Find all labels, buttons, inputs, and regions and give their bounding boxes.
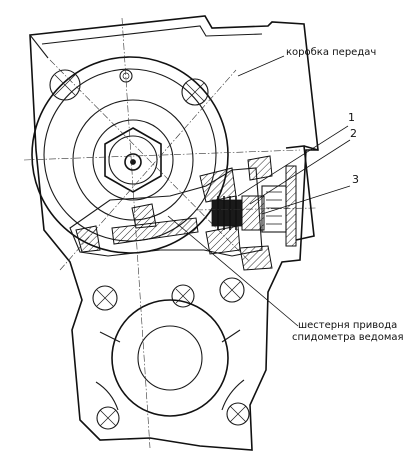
- output-coupling-bracket: [285, 145, 319, 241]
- bolt-boss-top-center: [119, 69, 133, 83]
- gearbox-label: коробка передач: [286, 47, 377, 58]
- bolt-boss-bottom-right: [226, 402, 250, 426]
- bolt-boss-top-right: [181, 78, 209, 106]
- bolt-boss-bottom-left: [96, 406, 120, 430]
- bearing-cap: [72, 99, 194, 221]
- gearbox-leader: [237, 55, 285, 77]
- output-threads: [266, 191, 282, 225]
- bolt-boss-top-left: [49, 69, 81, 101]
- upper-boss-cut: [131, 203, 157, 229]
- housing-inner-rim: [41, 25, 263, 45]
- gear-label-line1: шестерня привода: [298, 320, 398, 331]
- callout-2: 2: [350, 127, 357, 140]
- bearing-housing-cut-lower: [205, 225, 241, 255]
- gear-label-line2: спидометра ведомая: [292, 332, 404, 343]
- housing-top-edge: [29, 34, 49, 59]
- lower-cover-inner: [137, 325, 203, 391]
- shaft-center: [124, 153, 142, 171]
- driven-gear-body: [211, 199, 243, 227]
- callout-2-leader: [249, 139, 351, 205]
- bearing-cap-inner: [92, 119, 174, 201]
- driven-gear-flange-lower: [239, 245, 273, 271]
- callout-3: 3: [352, 173, 359, 186]
- gear-label-leader: [167, 215, 299, 327]
- callout-1: 1: [348, 111, 355, 124]
- shaft-nut: [104, 127, 162, 193]
- drive-shaft-cut: [111, 217, 199, 245]
- gearbox-housing-outline: [29, 15, 319, 451]
- callout-1-leader: [237, 125, 349, 197]
- driven-gear-teeth: [217, 196, 237, 230]
- callout-3-leader: [261, 185, 351, 215]
- lower-cover-ribs: [95, 329, 245, 411]
- shaft-center-dot: [130, 159, 136, 165]
- driven-gear-hub: [241, 195, 265, 231]
- lower-cover-outer: [111, 299, 229, 417]
- center-line-diagonal-1: [49, 59, 251, 263]
- drive-boss-cut: [75, 225, 101, 253]
- bolt-boss-right-lower: [219, 277, 245, 303]
- bolt-boss-left-lower: [92, 285, 118, 311]
- driven-gear-flange: [247, 155, 273, 181]
- center-line-horizontal: [23, 149, 301, 161]
